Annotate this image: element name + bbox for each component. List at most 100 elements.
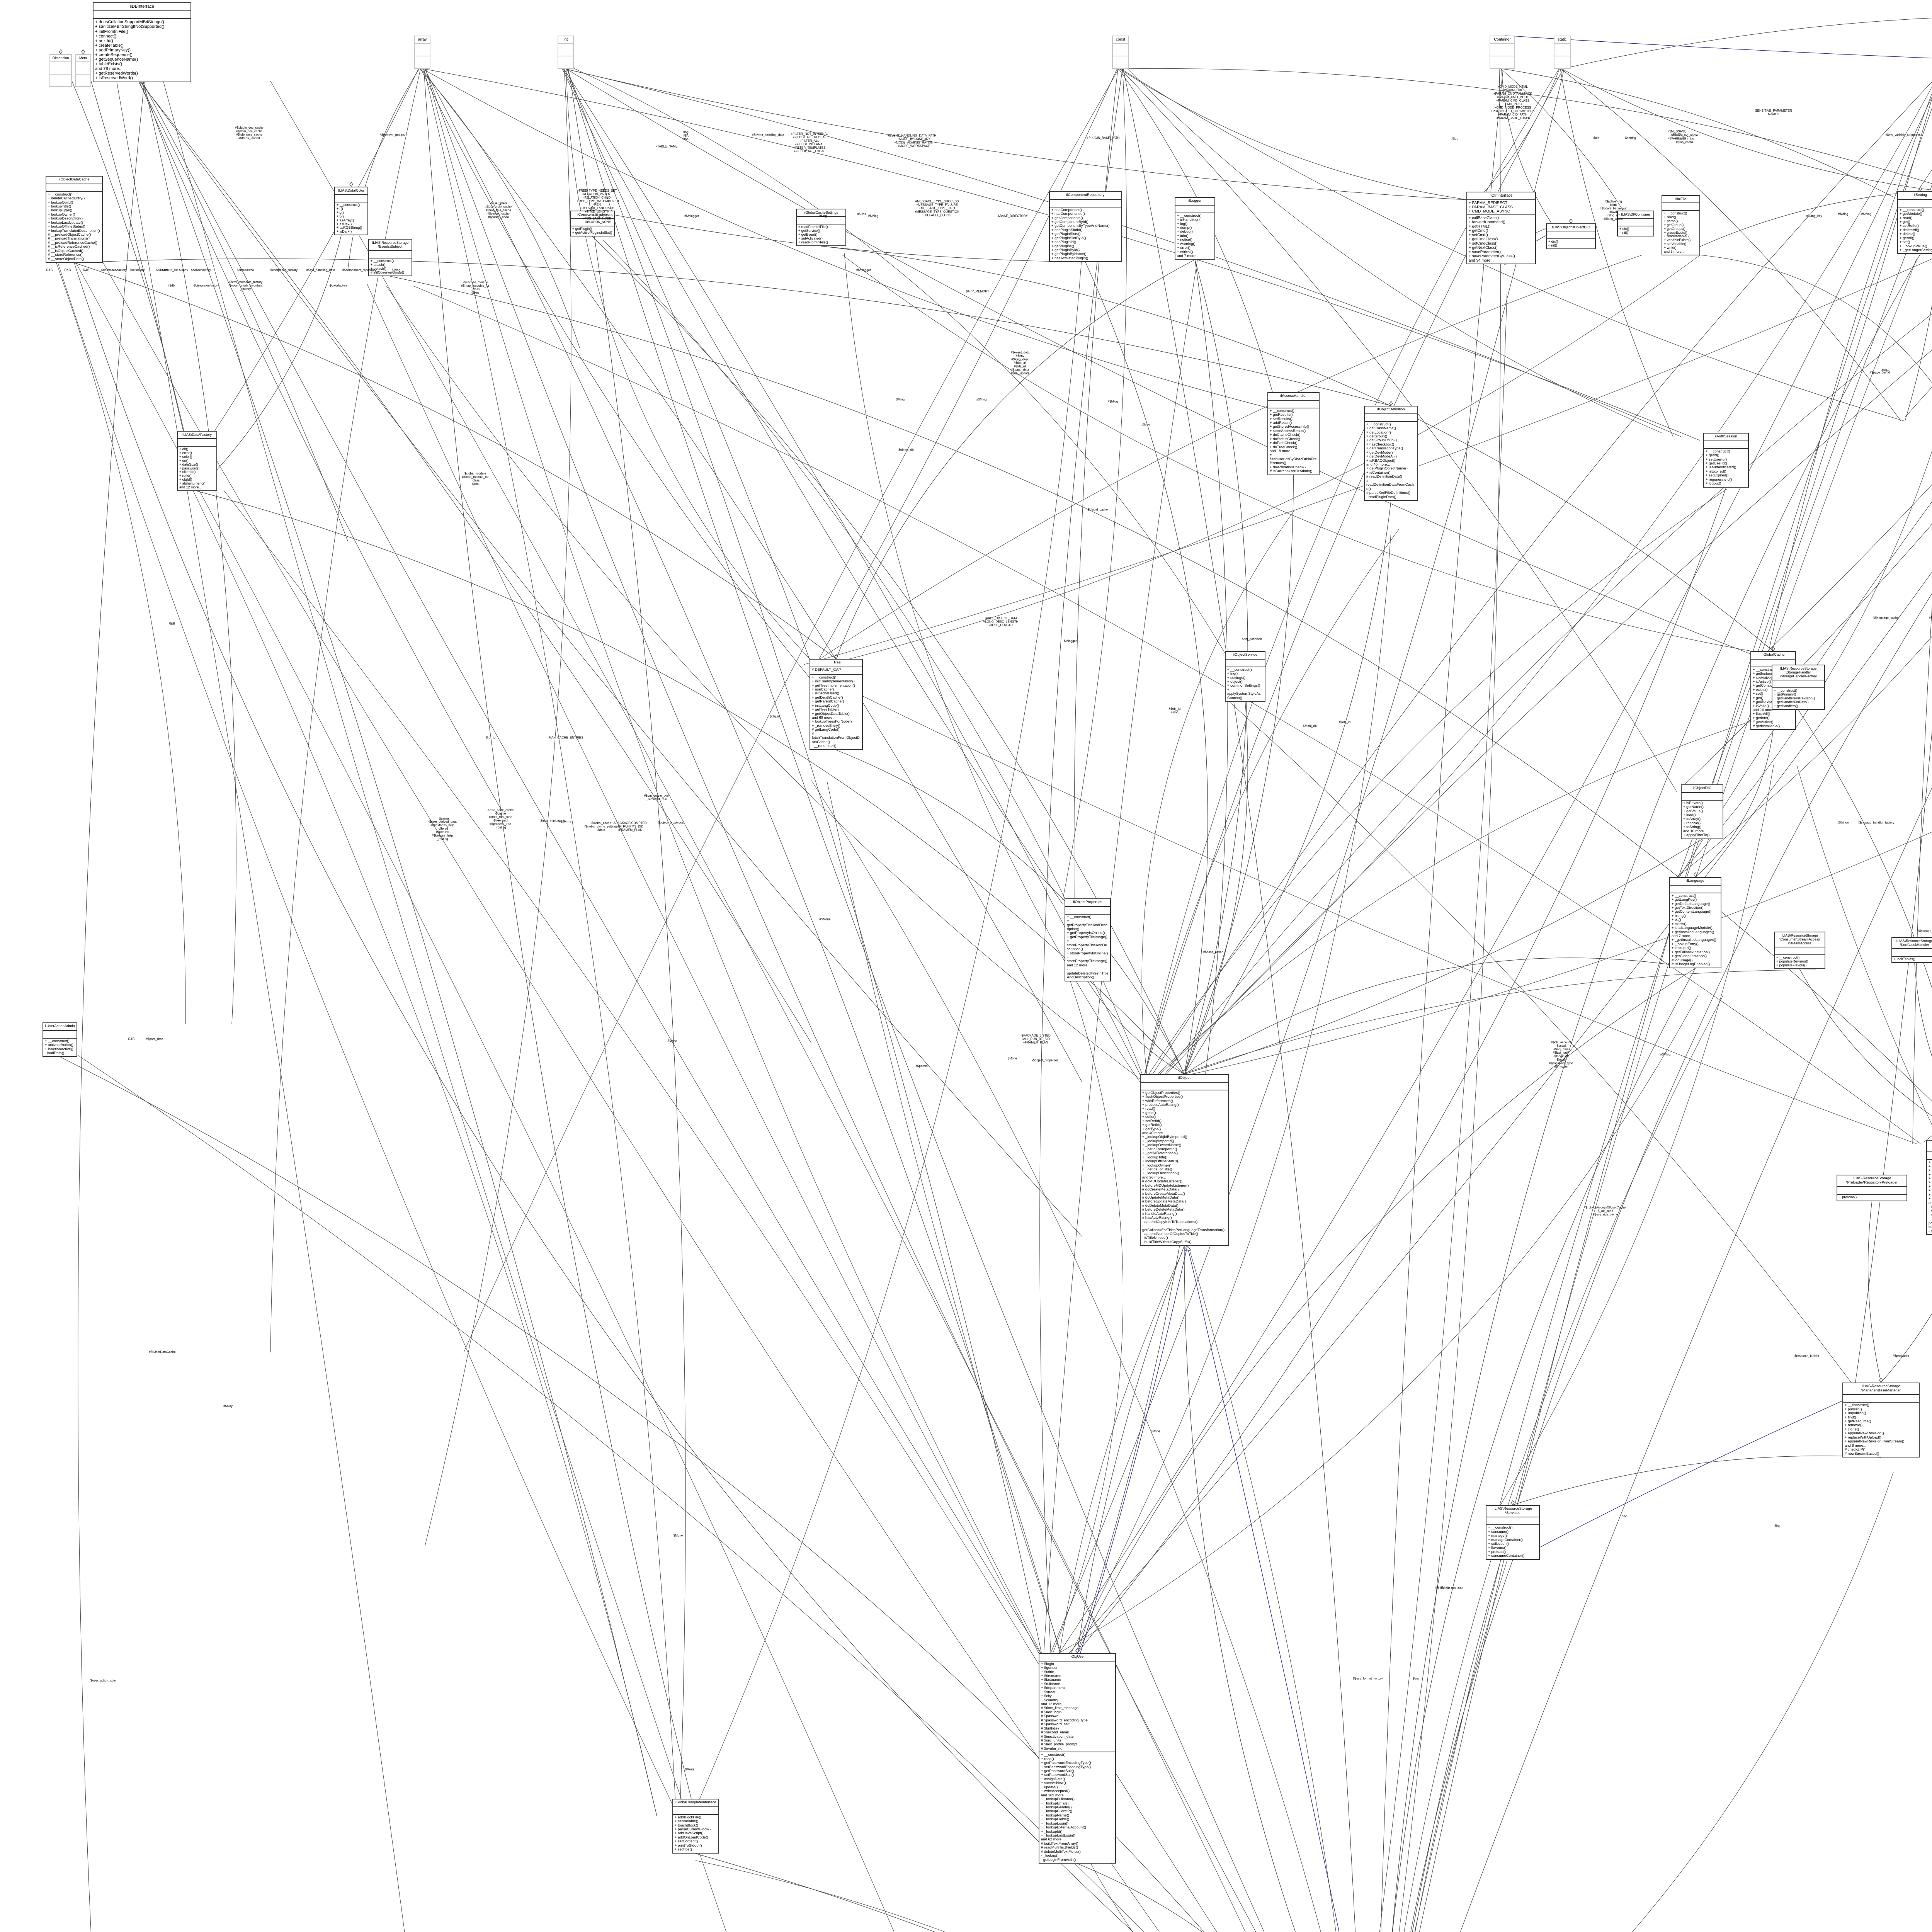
class-node-ILIAS_Data_Factory[interactable]: ILIAS\Data\Factory+ ok()+ error()+ color… [177, 431, 217, 491]
class-node-ILIAS_ResourceStorage_Manager_BaseManager[interactable]: ILIAS\ResourceStorage \Manager\BaseManag… [1842, 1383, 1920, 1458]
class-node-ilAuthSession[interactable]: ilAuthSession+ __construct()+ getId()+ s… [1703, 433, 1749, 488]
class-attribute: # $inactivation_date [1041, 1734, 1074, 1739]
class-node-Container[interactable]: Container [1490, 36, 1515, 69]
class-node-ilAccessHandler[interactable]: ilAccessHandler+ __construct()+ getResul… [1267, 392, 1320, 475]
class-operation: + doPathCheck() [1270, 441, 1298, 446]
class-node-ilObject[interactable]: ilObject+ getObjectProperties()+ flushOb… [1140, 1074, 1229, 1246]
class-node-ILIAS_ResourceStorage_Lock_LockHandler[interactable]: ILIAS\ResourceStorage \Lock\LockHandler+… [1891, 937, 1932, 963]
class-node-attributes [335, 195, 367, 203]
association-edge [1047, 68, 1565, 1662]
association-edge [197, 491, 1185, 1075]
class-operation: + activateAction() [45, 1043, 73, 1048]
class-node-ILIAS_Object_ilObjectDIC[interactable]: ILIAS\Object\ilObjectDIC+ dic()- init() [1546, 223, 1596, 249]
class-operation: + load() [1683, 813, 1696, 817]
class-node-title: array [415, 36, 430, 44]
class-node-ilComponentFactory[interactable]: ilComponentFactory+ getPlugin()+ getActi… [570, 211, 615, 236]
class-node-ilComponentRepository[interactable]: ilComponentRepository+ hasComponent()+ h… [1049, 191, 1122, 262]
aggregation-diamond [834, 654, 838, 659]
association-edge [567, 68, 1265, 1932]
class-operation: + setRefId() [1142, 1119, 1162, 1123]
edge-label: $Mlog [392, 268, 400, 272]
class-node-ILIAS_Setting[interactable]: ilSetting+ __construct()+ getModule()+ r… [1897, 191, 1932, 254]
class-operation: # parseXmlFileDefinitions() [1366, 491, 1411, 495]
class-operation: + isActionActive() [45, 1047, 73, 1051]
class-operation: + isHandling() [1177, 218, 1200, 222]
class-node-ILIAS_ResourceStorage_StorageHandler_StorageHandlerFactory[interactable]: ILIAS\ResourceStorage \StorageHandler \S… [1772, 665, 1825, 710]
class-node-ilIniFile[interactable]: ilIniFile+ __construct()+ read()+ parse(… [1662, 195, 1700, 255]
class-node-ilLogger[interactable]: ilLogger+ __construct()+ isHandling()+ l… [1175, 197, 1215, 260]
class-node-ilGlobalCacheSettings[interactable]: ilGlobalCacheSettings+ readFromIniFile()… [796, 209, 846, 246]
class-operation: + getPropertyTileImage() [1067, 935, 1107, 939]
class-node-static[interactable]: static [1554, 36, 1571, 69]
class-node-ilAdDataCore[interactable]: ILIAS\Data\Color+ __construct()+ r()+ g(… [334, 187, 368, 236]
class-node-ilLanguage[interactable]: ilLanguage+ __construct()+ getLangKey()+… [1669, 877, 1721, 968]
class-node-ilObjectProperties[interactable]: ilObjectProperties+ __construct()+ getPr… [1065, 898, 1111, 981]
class-attribute: + $firstname [1041, 1673, 1061, 1678]
association-edge [1184, 500, 1391, 1075]
class-operation: + _removeEntry() [812, 723, 840, 728]
class-node-ilCtrlInterface[interactable]: ilCtrlInterface+ PARAM_REDIRECT+ PARAM_B… [1466, 192, 1536, 265]
class-operation: # __preloadTranslations() [48, 236, 90, 241]
class-operation: and 69 more... [812, 716, 836, 720]
aggregation-diamond [1389, 401, 1393, 406]
association-edge [1184, 475, 1294, 1075]
edge-label: #$Mforms [1929, 616, 1932, 620]
class-operation: + remove() [1845, 1423, 1863, 1428]
association-edge [836, 259, 1195, 659]
class-node-Dimension[interactable]: Dimension [49, 54, 72, 87]
edge-label: $object_db [898, 448, 914, 452]
aggregation-diamond [1182, 1069, 1186, 1075]
class-node-ilObjectDefinition[interactable]: ilObjectDefinition+ __construct()+ getCl… [1364, 406, 1418, 501]
class-node-array[interactable]: array [414, 36, 430, 69]
class-node-ilObjectDataCache[interactable]: ilObjectDataCache+ __construct()+ delete… [46, 176, 103, 263]
class-node-const[interactable]: const [1112, 36, 1129, 69]
class-operation: + _lookupTitle() [1142, 1155, 1168, 1160]
class-node-ilObjUser[interactable]: ilObjUser+ $login+ $gender+ $utitle+ $fi… [1039, 1653, 1116, 1864]
class-operation: + assignData() [1041, 1777, 1065, 1781]
class-node-operations: + __construct()+ getId()+ setUserId()+ g… [1704, 449, 1748, 487]
class-node-ilObjectService[interactable]: ilObjectService+ __construct()+ lng()+ s… [1225, 651, 1265, 702]
association-edge [1054, 571, 1932, 1670]
class-operation: + asHex() [337, 222, 352, 226]
class-operation: + __construct() [1177, 213, 1202, 218]
class-node-ilObjectDIC2[interactable]: ilObjectDIC+ isPrivate()+ getName()+ get… [1681, 784, 1723, 839]
aggregation-diamond [59, 49, 63, 54]
class-node-int[interactable]: int [558, 36, 574, 69]
edge-label: $lkenv [179, 268, 188, 272]
class-node-operations: + isPrivate()+ getName()+ getValue()+ lo… [1682, 801, 1723, 838]
class-operation: + touchBlock() [675, 1823, 698, 1828]
class-node-operations: + __construct()+ publish()+ unpublish()+… [1843, 1403, 1919, 1457]
class-operation: + _lookupDescription() [1142, 1171, 1179, 1176]
class-node-ILIAS_ResourceStorage_Preloader_RepositoryPreloader[interactable]: ILIAS\ResourceStorage \Preloader\Reposit… [1837, 1175, 1907, 1201]
association-edge [1867, 1201, 1881, 1383]
edge-label: #$event_log_name #$current_log #$lob_cac… [1671, 133, 1698, 144]
class-node-attributes [1065, 907, 1110, 915]
class-attribute: # $password_salt [1041, 1722, 1070, 1727]
class-node-ILIAS_ResourceStorage_Consumer_StreamAccess_StreamAccess[interactable]: ILIAS\ResourceStorage \Consumer\StreamAc… [1774, 932, 1825, 969]
class-node-ilTree[interactable]: ilTree# DEFAULT_GAP+ __construct()+ init… [810, 659, 863, 750]
class-operation: + readFromIniFile() [798, 225, 828, 229]
class-node-Meta[interactable]: Meta [75, 54, 91, 87]
class-node-ilGlobalCache[interactable]: ilGlobalCache+ __construct()+ getInstanc… [1750, 651, 1796, 730]
class-node-attributes [1554, 44, 1570, 57]
class-node-ILIAS_ResourceStorage_Events_Subject[interactable]: ILIAS\ResourceStorage \Events\Subject+ _… [368, 239, 412, 276]
class-node-ILIAS_ResourceStorage_Services[interactable]: ILIAS\ResourceStorage \Services+ __const… [1486, 1505, 1540, 1560]
association-edge [1562, 17, 1932, 69]
association-edge [563, 68, 1063, 905]
class-operation: # handleAutoRating() [1142, 1211, 1177, 1216]
class-operation: + write() [1664, 246, 1677, 250]
class-attribute: + $gender [1041, 1666, 1058, 1670]
edge-label: #$env [1141, 423, 1150, 427]
class-operation: # getInstallable() [1753, 724, 1780, 728]
class-node-ILIAS_DI_Container[interactable]: ILIAS\DI\Container+ dic()- init() [1617, 211, 1654, 236]
aggregation-diamond [1182, 1069, 1186, 1075]
class-node-title: ilGlobalCache [1751, 652, 1795, 660]
class-node-ilGlobalTemplate[interactable]: ilGlobalTemplateInterface+ addBlockFile(… [672, 1799, 719, 1854]
class-node-ilUserActionAdmin[interactable]: ilUserActionAdmin+ __construct()+ activa… [43, 1022, 77, 1057]
class-node-ILIAS_ResourceStorage_Resource_ResourceBuilder[interactable]: ILIAS\ResourceStorage \Resource\Resource… [1926, 1140, 1932, 1235]
class-attribute: # $avatar_rid [1041, 1746, 1063, 1751]
class-operation: + setTitle() [675, 1847, 692, 1852]
class-operation: + setResults() [1270, 417, 1293, 421]
edge-label: +PLUGIN_BASE_PATH [1087, 136, 1120, 140]
class-node-ilDBInterface[interactable]: ilDBInterface+ doesCollationSupportMB4St… [93, 2, 191, 82]
